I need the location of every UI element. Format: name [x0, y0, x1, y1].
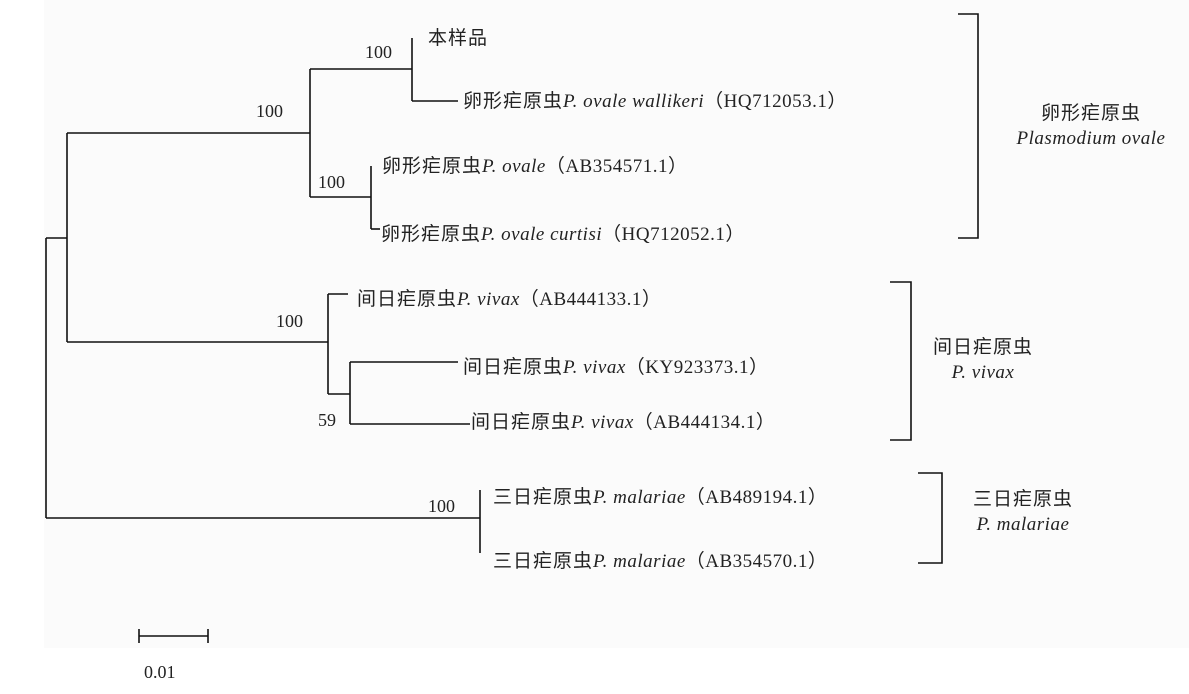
bootstrap-value: 59 — [318, 410, 336, 430]
scale-bar-label: 0.01 — [144, 662, 176, 682]
taxon-scientific-name: P. ovale curtisi — [481, 224, 603, 245]
taxon-accession: （AB354571.1） — [545, 156, 688, 177]
taxon-scientific-name: P. vivax — [571, 412, 634, 433]
bootstrap-value: 100 — [276, 311, 303, 331]
taxon-label: 间日疟原虫P. vivax（KY923373.1） — [463, 355, 768, 380]
taxon-chinese-name: 卵形疟原虫 — [463, 90, 564, 112]
taxon-chinese-name: 三日疟原虫 — [493, 486, 594, 508]
taxon-chinese-name: 卵形疟原虫 — [381, 223, 482, 245]
taxon-chinese-name: 本样品 — [428, 27, 489, 49]
taxon-accession: （HQ712053.1） — [704, 91, 847, 112]
clade-label-ovale: 卵形疟原虫 Plasmodium ovale — [996, 100, 1186, 152]
taxon-scientific-name: P. ovale wallikeri — [563, 91, 705, 112]
bootstrap-value: 100 — [365, 42, 392, 62]
figure-background — [44, 0, 1189, 648]
taxon-scientific-name: P. malariae — [593, 551, 686, 572]
clade-label-vivax: 间日疟原虫 P. vivax — [918, 334, 1048, 386]
taxon-accession: （KY923373.1） — [625, 357, 769, 378]
bracket-ovale — [958, 13, 979, 239]
taxon-accession: （AB444134.1） — [633, 412, 776, 433]
taxon-label: 三日疟原虫P. malariae（AB354570.1） — [493, 549, 827, 574]
taxon-label-sample: 本样品 — [428, 26, 488, 50]
taxon-accession: （HQ712052.1） — [602, 224, 745, 245]
taxon-accession: （AB354570.1） — [685, 551, 828, 572]
bootstrap-value: 100 — [256, 101, 283, 121]
taxon-chinese-name: 间日疟原虫 — [471, 411, 572, 433]
bracket-malariae — [918, 472, 943, 564]
clade-label-malariae: 三日疟原虫 P. malariae — [958, 486, 1088, 538]
taxon-scientific-name: P. ovale — [482, 156, 546, 177]
taxon-scientific-name: P. malariae — [593, 487, 686, 508]
taxon-chinese-name: 间日疟原虫 — [463, 356, 564, 378]
taxon-label: 间日疟原虫P. vivax（AB444133.1） — [357, 287, 661, 312]
clade-chinese-name: 卵形疟原虫 — [1040, 102, 1141, 124]
clade-scientific-name: Plasmodium ovale — [1016, 128, 1166, 149]
taxon-label: 卵形疟原虫P. ovale（AB354571.1） — [382, 154, 687, 179]
taxon-chinese-name: 三日疟原虫 — [493, 550, 594, 572]
taxon-scientific-name: P. vivax — [457, 289, 520, 310]
clade-scientific-name: P. malariae — [976, 514, 1070, 535]
bootstrap-value: 100 — [428, 496, 455, 516]
taxon-accession: （AB489194.1） — [685, 487, 828, 508]
clade-chinese-name: 三日疟原虫 — [972, 488, 1073, 510]
clade-chinese-name: 间日疟原虫 — [932, 336, 1033, 358]
bracket-vivax — [890, 281, 912, 441]
taxon-chinese-name: 间日疟原虫 — [357, 288, 458, 310]
clade-scientific-name: P. vivax — [951, 362, 1015, 383]
taxon-label: 卵形疟原虫P. ovale wallikeri（HQ712053.1） — [463, 89, 847, 114]
taxon-scientific-name: P. vivax — [563, 357, 626, 378]
taxon-label: 卵形疟原虫P. ovale curtisi（HQ712052.1） — [381, 222, 745, 247]
bootstrap-value: 100 — [318, 172, 345, 192]
taxon-chinese-name: 卵形疟原虫 — [382, 155, 483, 177]
taxon-label: 三日疟原虫P. malariae（AB489194.1） — [493, 485, 827, 510]
taxon-accession: （AB444133.1） — [519, 289, 662, 310]
taxon-label: 间日疟原虫P. vivax（AB444134.1） — [471, 410, 775, 435]
